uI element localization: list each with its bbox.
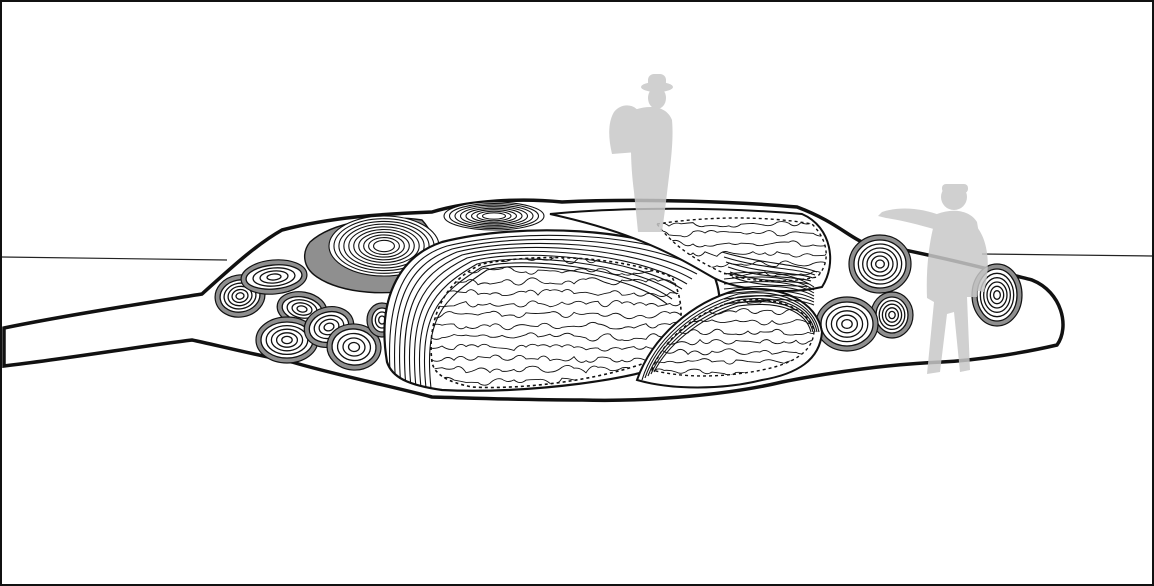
banded-lens — [444, 202, 544, 230]
concentric-pod — [849, 235, 911, 293]
concentric-pod — [816, 297, 878, 351]
